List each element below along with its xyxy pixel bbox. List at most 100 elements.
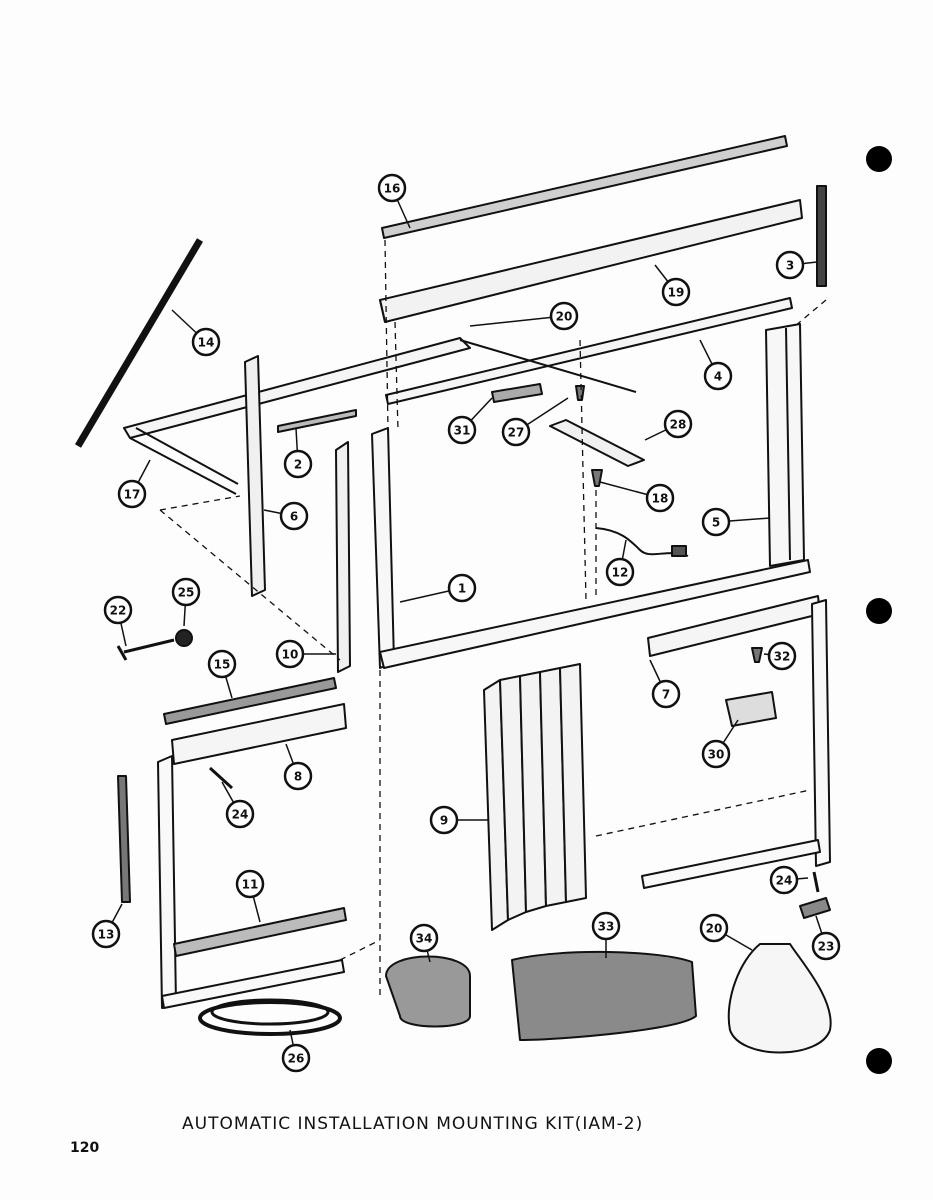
callout-label: 27 [508,426,525,440]
callout-label: 20 [706,922,723,936]
callout-circle [103,595,133,625]
part-20-hardware-bag [727,943,832,1054]
callout-circle [701,739,731,769]
callout-circle [645,483,675,513]
callout-label: 31 [454,424,471,438]
part-18-screw [591,469,603,487]
part-4-top-frame-bar [385,297,793,405]
callout-c24b: 24 [769,865,809,895]
callout-circle [591,911,621,941]
callout-c32: 32 [763,641,797,671]
page-number: 120 [70,1140,100,1156]
callout-c5: 5 [701,507,771,537]
callout-label: 34 [416,932,433,946]
binder-hole-middle [866,598,892,624]
binder-hole-top [866,146,892,172]
callout-c20: 20 [469,301,579,331]
callout-c14: 14 [171,309,221,357]
callout-circle [191,327,221,357]
callout-c9: 9 [429,805,488,835]
callout-circle [767,641,797,671]
callout-label: 26 [288,1052,305,1066]
callout-circle [429,805,459,835]
callout-c24a: 24 [221,781,255,829]
part-31-bracket [491,383,543,403]
part-34-foam-roll [385,955,471,1028]
part-33-foam-strips [511,950,697,1041]
part-10-vertical-post [335,441,351,673]
part-30-mounting-bracket [725,691,777,727]
part-22-bolt [116,638,175,661]
callout-label: 4 [714,370,722,384]
callout-circle [207,649,237,679]
assembly-guide-lines [159,239,827,1000]
callout-label: 23 [818,940,835,954]
part-27-screw [575,385,585,401]
callout-circle [447,573,477,603]
callout-label: 18 [652,492,669,506]
part-24-screw-right [812,871,820,893]
callout-label: 28 [670,418,687,432]
callout-label: 15 [214,658,231,672]
callout-c13: 13 [91,903,123,949]
callout-c26: 26 [281,1029,311,1073]
callout-circle [811,931,841,961]
callout-c34: 34 [409,923,439,963]
callout-circle [171,577,201,607]
callout-label: 3 [786,259,794,273]
callout-c16: 16 [377,173,411,229]
callout-circle [651,679,681,709]
callout-label: 16 [384,182,401,196]
callout-circle [235,869,265,899]
callout-circle [701,507,731,537]
diagram-caption: AUTOMATIC INSTALLATION MOUNTING KIT(IAM-… [182,1114,644,1134]
callout-label: 6 [290,510,298,524]
part-8-panel-top-channel [171,703,347,765]
callout-circle [661,277,691,307]
callout-label: 20 [556,310,573,324]
callout-c17: 17 [117,459,151,509]
part-14-support-rod [74,238,204,448]
callout-circle [699,913,729,943]
callout-circle [769,865,799,895]
callout-label: 7 [662,688,670,702]
part-24-screw-left [208,766,234,790]
part-9-accordion-panel [483,663,587,931]
callout-c8: 8 [283,743,313,791]
part-32-screw [751,647,763,663]
callout-label: 33 [598,920,615,934]
part-16-top-seal-strip [381,135,788,239]
binder-hole-bottom [866,1048,892,1074]
part-7-right-channel [647,595,821,657]
callout-circle [225,799,255,829]
part-1-front-frame [371,427,395,669]
callout-label: 11 [242,878,259,892]
callout-label: 5 [712,516,720,530]
callout-c18: 18 [599,481,675,513]
part-28-slide-bracket [549,419,645,467]
callout-circle [409,923,439,953]
callout-c19: 19 [654,264,691,307]
part-26-cord-coil [198,1000,342,1036]
callout-c27: 27 [501,397,569,447]
callout-c22: 22 [103,595,133,647]
callout-circle [281,1043,311,1073]
callout-label: 1 [458,582,466,596]
callout-circle [283,449,313,479]
callout-label: 17 [124,488,141,502]
callout-c12: 12 [605,539,635,587]
part-5-side-rail [785,327,791,561]
callout-c33: 33 [591,911,621,958]
callout-c1: 1 [399,573,477,603]
callout-label: 8 [294,770,302,784]
callout-label: 13 [98,928,115,942]
callout-label: 24 [776,874,793,888]
callout-c21: 20 [699,913,753,951]
part-3-side-seal-strip [816,185,827,287]
callout-c15: 15 [207,649,237,699]
callout-label: 14 [198,336,215,350]
callout-label: 2 [294,458,302,472]
callout-c23: 23 [811,915,841,961]
